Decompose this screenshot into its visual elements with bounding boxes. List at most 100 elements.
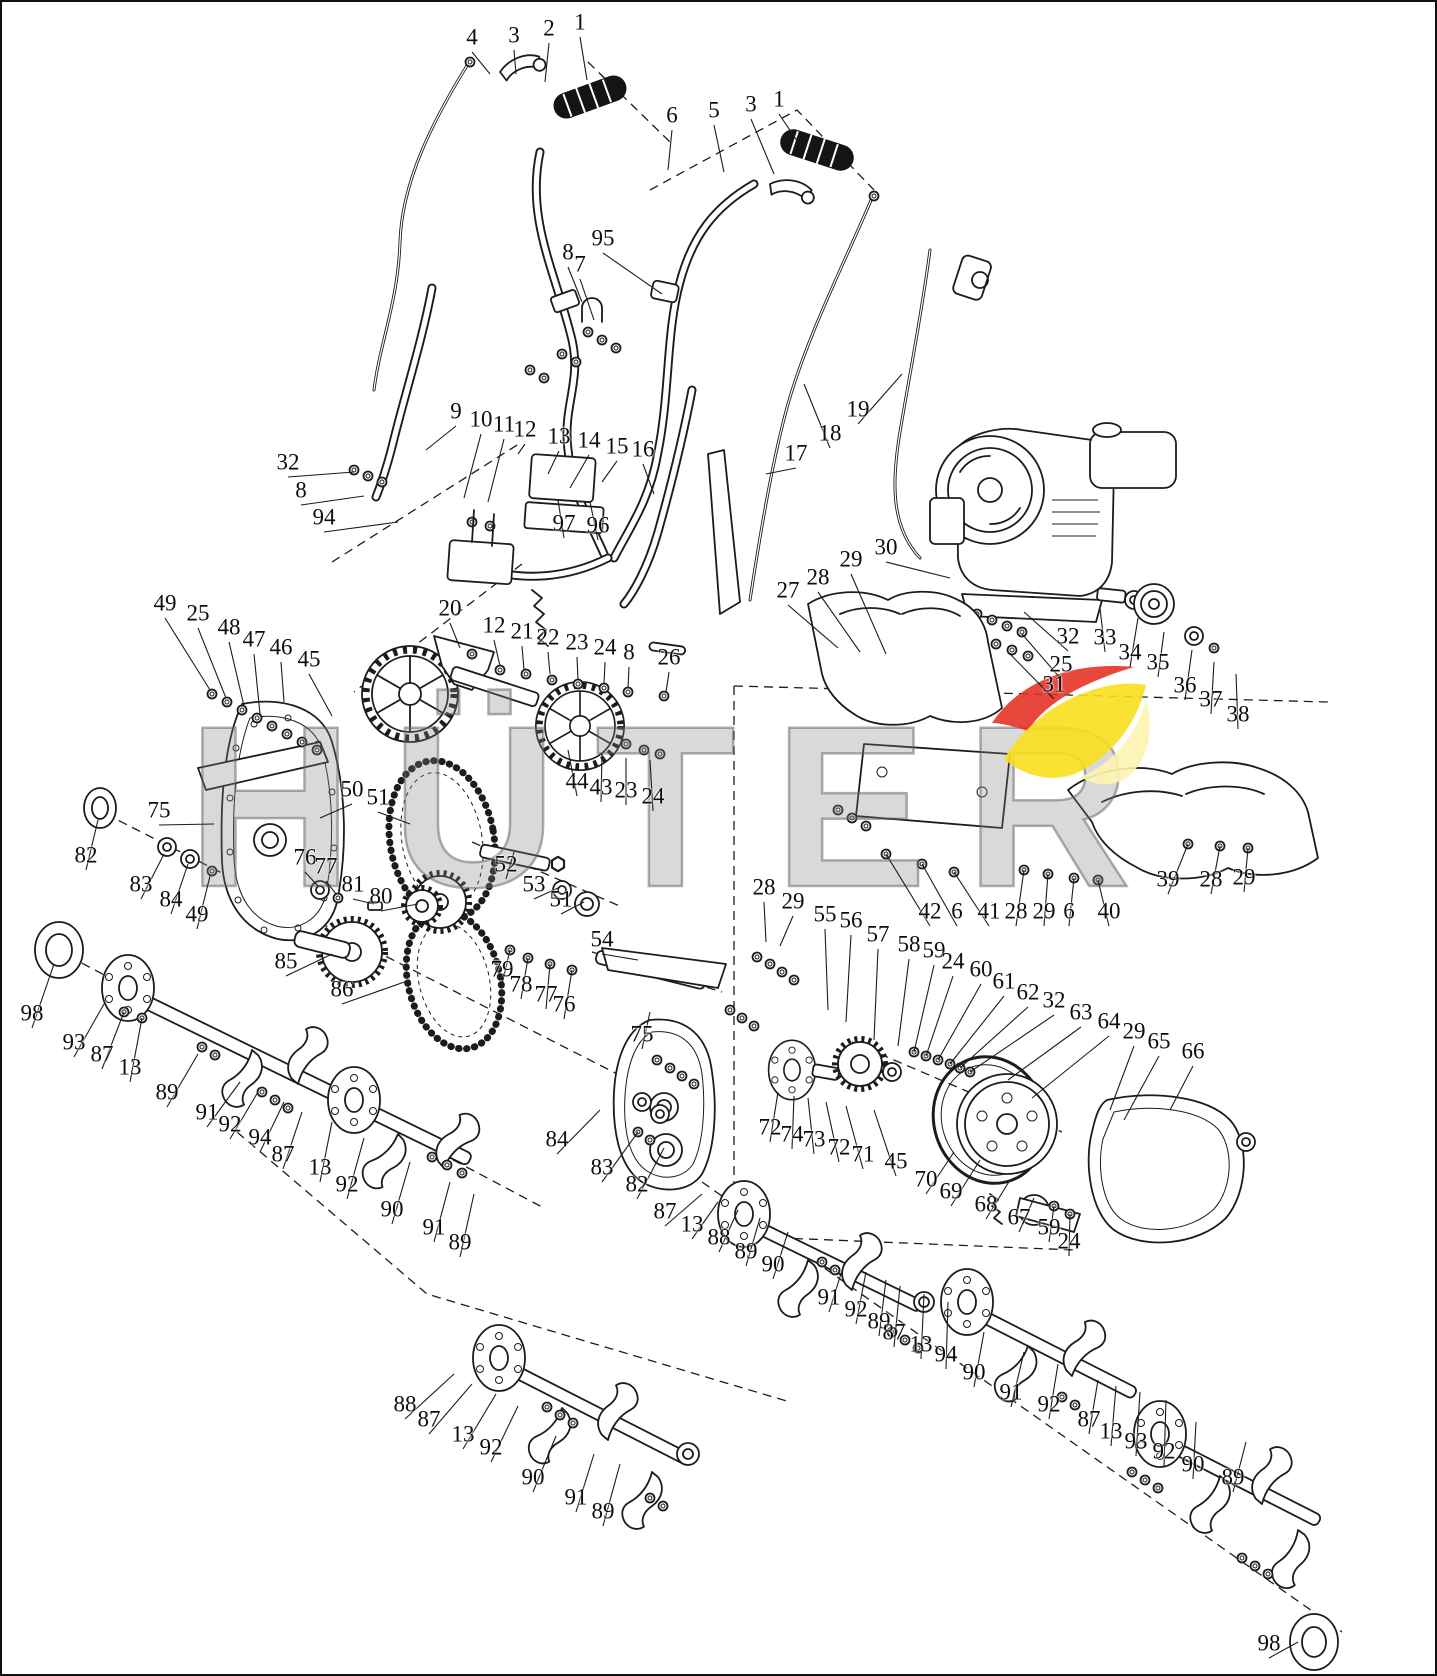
part-callout: 1 [574,9,586,35]
part-callout: 13 [1099,1418,1123,1444]
part-callout: 56 [839,907,863,933]
part-callout: 73 [802,1126,826,1152]
part-callout: 17 [784,440,808,466]
part-callout: 65 [1147,1028,1171,1054]
part-callout: 72 [758,1114,782,1140]
part-callout: 14 [577,427,601,453]
part-callout: 11 [492,411,516,437]
part-callout: 90 [1181,1451,1205,1477]
part-callout: 69 [939,1178,963,1204]
part-callout: 87 [417,1406,441,1432]
handle-grip-left [553,75,627,119]
part-callout: 13 [308,1154,332,1180]
part-callout: 92 [218,1111,242,1137]
part-callout: 32 [1042,987,1066,1013]
part-callout: 26 [657,644,681,670]
part-callout: 29 [1122,1018,1146,1044]
part-callout: 46 [269,634,293,660]
part-callout: 94 [312,504,336,530]
part-callout: 1 [773,86,785,112]
part-callout: 87 [1077,1406,1101,1432]
part-callout: 23 [614,777,638,803]
part-callout: 82 [625,1171,649,1197]
part-callout: 27 [776,577,800,603]
part-callout: 55 [813,901,837,927]
part-callout: 4 [466,24,478,50]
part-callout: 3 [508,22,520,48]
part-callout: 84 [545,1126,569,1152]
part-callout: 8 [295,477,307,503]
part-callout: 30 [874,534,898,560]
part-callout: 91 [817,1284,841,1310]
part-callout: 89 [155,1079,179,1105]
part-callout: 93 [62,1029,86,1055]
part-callout: 45 [297,646,321,672]
part-callout: 32 [1056,623,1080,649]
part-callout: 51 [549,886,573,912]
part-callout: 76 [293,844,317,870]
part-callout: 13 [909,1331,933,1357]
part-callout: 88 [707,1224,731,1250]
part-callout: 37 [1199,686,1223,712]
belt-drive [767,1036,1256,1244]
part-callout: 98 [20,1000,44,1026]
part-callout: 81 [341,871,365,897]
part-callout: 29 [839,546,863,572]
part-callout: 54 [590,926,614,952]
part-callout: 38 [1226,701,1250,727]
part-callout: 9 [450,398,462,424]
control-cables [372,56,992,602]
part-callout: 70 [914,1166,938,1192]
part-callout: 6 [666,102,678,128]
part-callout: 5 [708,97,720,123]
part-callout: 92 [844,1296,868,1322]
part-callout: 53 [522,871,546,897]
part-callout: 80 [369,883,393,909]
part-callout: 47 [242,626,266,652]
part-callout: 22 [536,624,560,650]
part-callout: 21 [510,618,534,644]
part-callout: 8 [562,239,574,265]
part-callout: 66 [1181,1038,1205,1064]
part-callout: 24 [941,948,965,974]
part-callout: 87 [90,1041,114,1067]
part-callout: 29 [1232,864,1256,890]
part-callout: 16 [631,436,655,462]
part-callout: 68 [974,1191,998,1217]
part-callout: 45 [884,1148,908,1174]
part-callout: 84 [159,886,183,912]
part-callout: 90 [521,1464,545,1490]
part-callout: 49 [153,590,177,616]
part-callout: 6 [951,898,963,924]
part-callout: 89 [448,1229,472,1255]
part-callout: 96 [586,512,610,538]
part-callout: 6 [1063,898,1075,924]
part-callout: 51 [366,784,390,810]
right-fender [1067,761,1319,880]
part-callout: 12 [482,612,506,638]
part-callout: 92 [335,1171,359,1197]
part-callout: 31 [1042,671,1066,697]
part-callout: 91 [422,1214,446,1240]
part-callout: 18 [818,420,842,446]
part-callout: 90 [380,1196,404,1222]
part-callout: 91 [564,1484,588,1510]
part-callout: 13 [680,1211,704,1237]
part-callout: 43 [589,774,613,800]
part-callout: 13 [547,423,571,449]
part-callout: 85 [274,948,298,974]
part-callout: 57 [866,921,890,947]
part-callout: 8 [623,639,635,665]
part-callout: 74 [780,1121,804,1147]
part-callout: 39 [1156,866,1180,892]
part-callout: 92 [1037,1391,1061,1417]
part-callout: 32 [276,449,300,475]
part-callout: 15 [605,433,629,459]
part-callout: 75 [147,797,171,823]
part-callout: 60 [969,956,993,982]
part-callout: 92 [1152,1438,1176,1464]
part-callout: 94 [248,1124,272,1150]
part-callout: 90 [761,1251,785,1277]
